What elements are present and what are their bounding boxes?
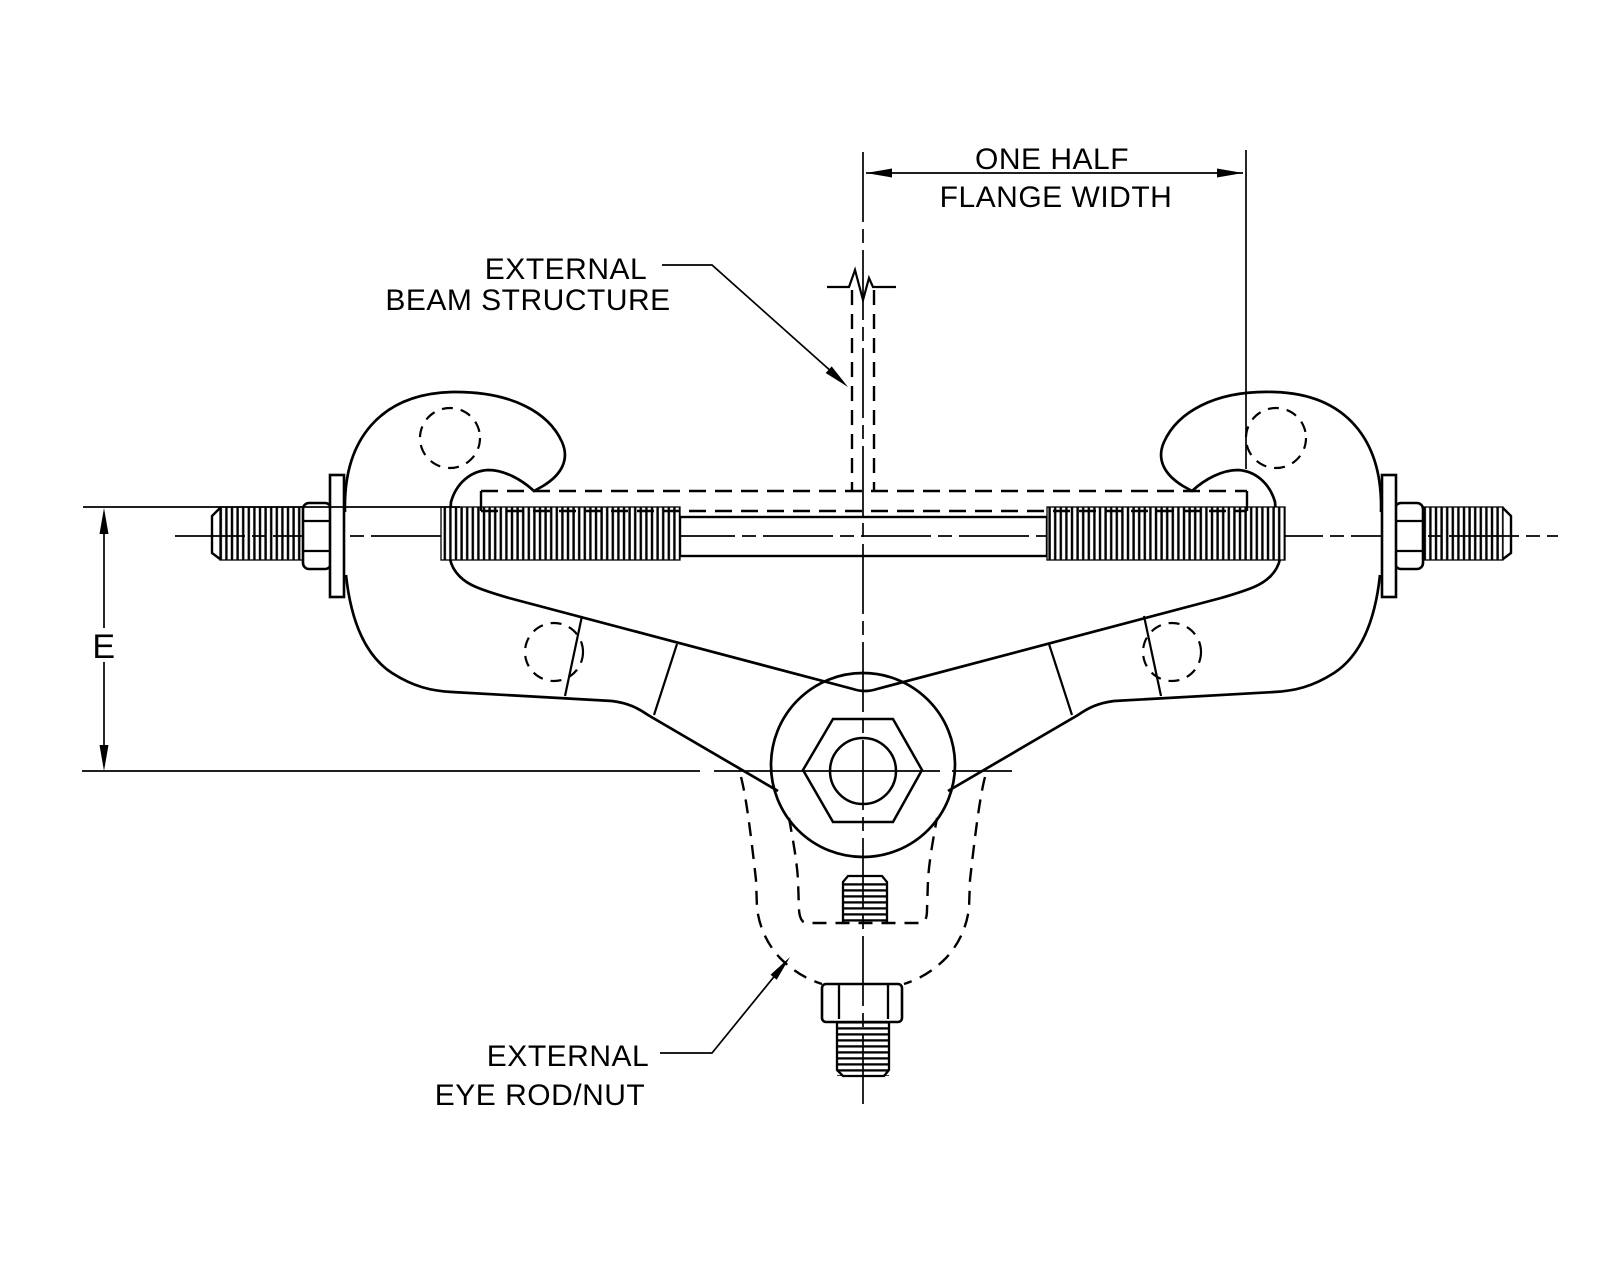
jaw-inner-arm-edges <box>448 558 1282 693</box>
callout-eye-rod: EXTERNAL EYE ROD/NUT <box>435 957 790 1112</box>
rod-thread-left-end <box>219 506 304 561</box>
rod-left-end-chamfer <box>210 507 221 560</box>
connecting-rod <box>175 152 1558 1108</box>
clevis-outer-left-hidden <box>739 776 823 986</box>
left-jaw-lower-outline <box>344 574 779 793</box>
right-arm-hole-hidden <box>1141 621 1203 683</box>
left-clamp-jaw <box>343 390 779 793</box>
eye-label-line1: EXTERNAL <box>487 1040 649 1073</box>
right-jaw-upper-curl <box>1159 390 1383 517</box>
right-jaw-upper-hole-hidden <box>1244 406 1308 470</box>
left-washer <box>328 473 346 599</box>
left-arm-joint-line-2 <box>652 643 679 716</box>
e-dimension-text: E <box>92 628 115 666</box>
left-hex-nut <box>301 501 333 571</box>
right-clamp-jaw <box>947 390 1383 793</box>
dimension-arrow-right <box>1217 168 1243 178</box>
rod-thread-left-section <box>440 506 681 561</box>
clevis-outer-right-hidden <box>903 776 987 986</box>
left-arm-joint-line-1 <box>563 615 584 697</box>
e-arrow-up <box>99 508 109 534</box>
e-arrow-down <box>99 745 109 771</box>
right-hex-nut <box>1393 501 1425 571</box>
dimension-half-flange-width: ONE HALF FLANGE WIDTH <box>866 143 1247 469</box>
beam-leader-line <box>662 264 843 382</box>
dimension-text-line2: FLANGE WIDTH <box>940 181 1173 214</box>
beam-label-line2: BEAM STRUCTURE <box>385 284 670 317</box>
rod-right-end-chamfer <box>1502 507 1513 560</box>
right-arm-joint-line-1 <box>1142 615 1163 697</box>
dimension-arrow-left <box>866 168 892 178</box>
beam-web-break-symbol <box>827 266 896 305</box>
beam-label-line1: EXTERNAL <box>485 253 647 286</box>
right-jaw-lower-outline <box>947 574 1382 793</box>
left-arm-hole-hidden <box>523 621 585 683</box>
callout-beam-structure: EXTERNAL BEAM STRUCTURE <box>385 253 848 387</box>
eye-label-line2: EYE ROD/NUT <box>435 1079 646 1112</box>
dimension-e: E <box>82 506 1012 772</box>
eye-leader-arrow <box>770 957 790 980</box>
rod-thread-right-section <box>1046 506 1286 561</box>
beam-leader-arrow <box>825 366 848 387</box>
eye-rod-lower-stud <box>835 1022 891 1078</box>
left-jaw-upper-curl <box>343 390 567 517</box>
eye-rod-upper-stud <box>841 874 889 923</box>
dimension-text-line1: ONE HALF <box>975 143 1129 176</box>
beam-flange-edges-hidden <box>479 491 1249 511</box>
right-washer <box>1380 473 1398 599</box>
left-jaw-upper-hole-hidden <box>418 406 482 470</box>
eye-rod-clevis-hidden <box>739 776 987 1078</box>
beam-structure-hidden-lines <box>479 266 1249 513</box>
right-arm-joint-line-2 <box>1047 643 1074 716</box>
pivot-hex-nut <box>801 717 924 824</box>
eye-rod-hex-nut <box>820 982 904 1024</box>
eye-leader-line <box>660 961 787 1054</box>
rod-thread-right-end <box>1422 506 1504 561</box>
